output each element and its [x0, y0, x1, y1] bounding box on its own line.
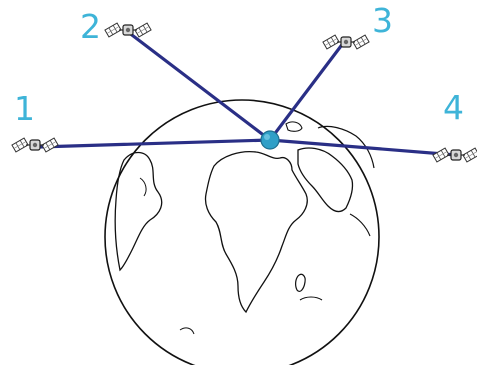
location-dot-icon [261, 131, 279, 149]
satellite-3-icon [323, 35, 369, 49]
satellite-4-icon [433, 148, 477, 162]
satellite-label-2: 2 [80, 10, 101, 43]
satellite-1-icon [12, 138, 58, 152]
satellite-label-4: 4 [443, 91, 464, 124]
satellite-2-icon [105, 23, 151, 37]
satellite-label-3: 3 [372, 4, 393, 37]
satellite-label-1: 1 [14, 92, 35, 125]
